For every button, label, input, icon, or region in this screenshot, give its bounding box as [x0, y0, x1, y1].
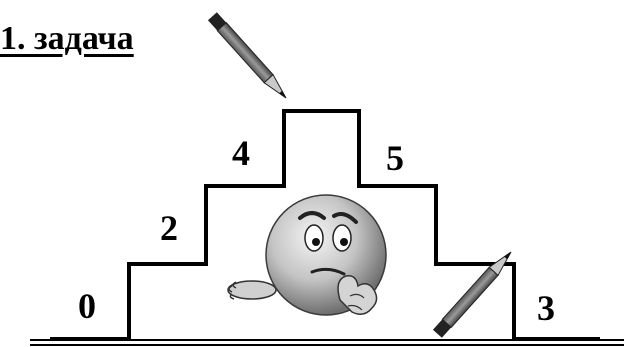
step-label-fourth: 5	[386, 138, 404, 178]
thinking-smiley	[227, 194, 387, 316]
task-title: 1. задача	[0, 20, 134, 57]
step-label-first: 0	[78, 286, 96, 326]
step-label-third: 4	[232, 133, 250, 173]
left-hand	[227, 280, 277, 300]
pencil-icon	[432, 251, 512, 338]
step-label-second: 2	[160, 208, 178, 248]
step-label-fifth: 3	[537, 288, 555, 328]
pencil-icon	[207, 12, 287, 99]
right-hand	[337, 274, 378, 315]
